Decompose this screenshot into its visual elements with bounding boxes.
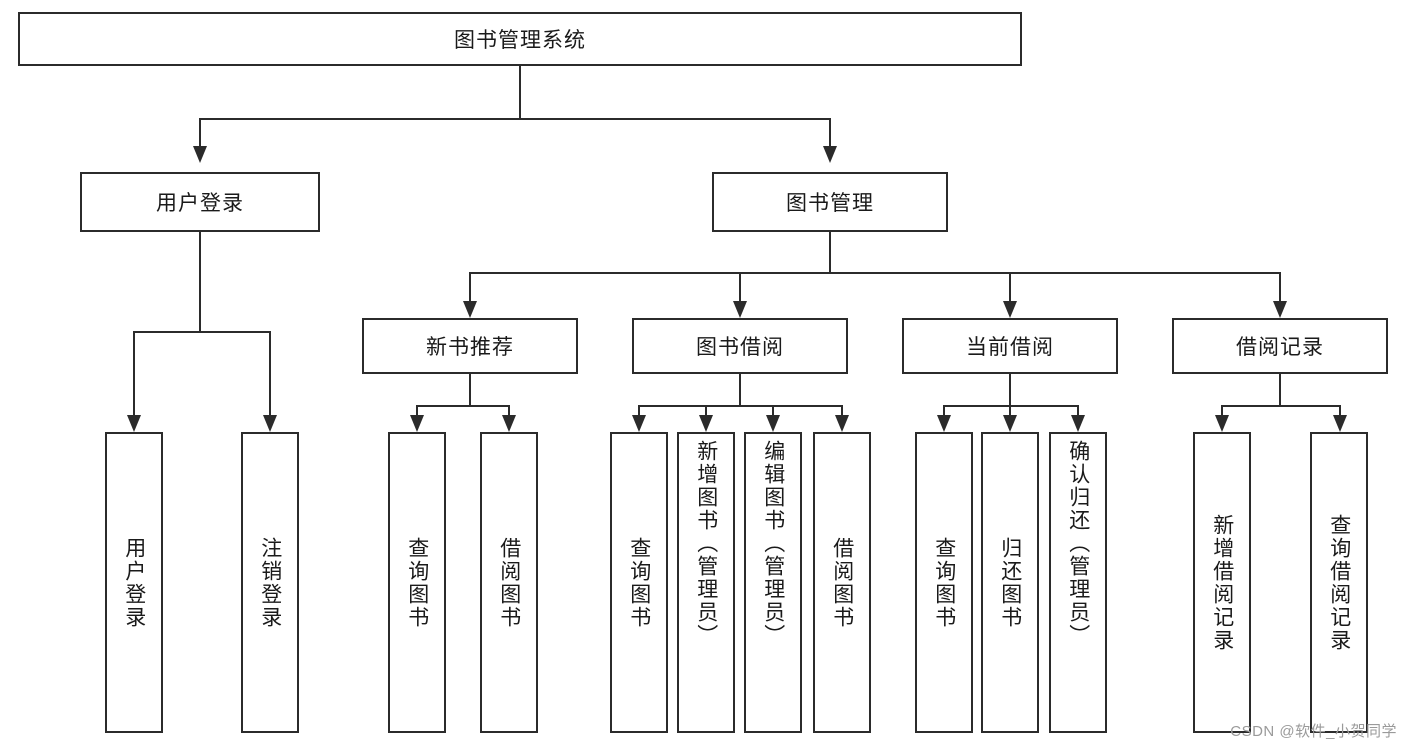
node-book-borrow[interactable]: 图书借阅: [632, 318, 848, 374]
edge-book-manage-to-current-borrow: [1009, 272, 1011, 304]
leaf-borrow-book-1[interactable]: 借阅图书: [480, 432, 538, 733]
edge-book-manage-bus: [469, 272, 1281, 274]
leaf-query-book-3-label: 查询图书: [932, 536, 956, 629]
arrow-root-to-user-login: [193, 146, 207, 163]
edge-borrow-record-to-leaf-2: [1339, 405, 1341, 419]
leaf-confirm-return-admin[interactable]: 确认归还（管理员）: [1049, 432, 1107, 733]
node-book-manage-label: 图书管理: [786, 192, 874, 215]
node-borrow-record-label: 借阅记录: [1236, 336, 1324, 359]
leaf-query-book-3[interactable]: 查询图书: [915, 432, 973, 733]
arrow-book-manage-to-borrow-record: [1273, 301, 1287, 318]
leaf-add-book-admin-label: 新增图书（管理员）: [694, 440, 718, 647]
arrow-book-manage-to-current-borrow: [1003, 301, 1017, 318]
node-new-book-recommend[interactable]: 新书推荐: [362, 318, 578, 374]
leaf-return-book[interactable]: 归还图书: [981, 432, 1039, 733]
arrow-book-borrow-to-leaf-4: [835, 415, 849, 432]
leaf-add-book-admin[interactable]: 新增图书（管理员）: [677, 432, 735, 733]
arrow-borrow-record-to-leaf-2: [1333, 415, 1347, 432]
edge-user-login-to-leaf-1: [133, 331, 135, 419]
edge-current-borrow-to-leaf-2: [1009, 405, 1011, 419]
edge-user-login-bus: [133, 331, 270, 333]
arrow-root-to-book-manage: [823, 146, 837, 163]
node-root[interactable]: 图书管理系统: [18, 12, 1022, 66]
edge-user-login-to-leaf-2: [269, 331, 271, 419]
arrow-user-login-to-leaf-2: [263, 415, 277, 432]
edge-book-manage-to-new-book: [469, 272, 471, 304]
arrow-book-borrow-to-leaf-3: [766, 415, 780, 432]
arrow-book-borrow-to-leaf-2: [699, 415, 713, 432]
edge-current-borrow-to-leaf-3: [1077, 405, 1079, 419]
edge-new-book-stem: [469, 374, 471, 406]
edge-root-stem: [519, 66, 521, 118]
node-book-manage[interactable]: 图书管理: [712, 172, 948, 232]
edge-book-borrow-to-leaf-1: [638, 405, 640, 419]
leaf-borrow-book-1-label: 借阅图书: [497, 536, 521, 629]
edge-new-book-to-leaf-1: [416, 405, 418, 419]
leaf-borrow-book-2[interactable]: 借阅图书: [813, 432, 871, 733]
arrow-current-borrow-to-leaf-1: [937, 415, 951, 432]
leaf-edit-book-admin-label: 编辑图书（管理员）: [761, 440, 785, 647]
node-new-book-recommend-label: 新书推荐: [426, 336, 514, 359]
leaf-user-login-label: 用户登录: [122, 536, 146, 629]
node-root-label: 图书管理系统: [454, 29, 586, 52]
edge-book-manage-to-borrow-record: [1279, 272, 1281, 304]
node-current-borrow-label: 当前借阅: [966, 336, 1054, 359]
leaf-edit-book-admin[interactable]: 编辑图书（管理员）: [744, 432, 802, 733]
leaf-confirm-return-admin-label: 确认归还（管理员）: [1066, 440, 1090, 647]
edge-current-borrow-stem: [1009, 374, 1011, 406]
arrow-book-manage-to-new-book: [463, 301, 477, 318]
edge-borrow-record-stem: [1279, 374, 1281, 406]
node-borrow-record[interactable]: 借阅记录: [1172, 318, 1388, 374]
leaf-logout-label: 注销登录: [258, 536, 282, 629]
leaf-return-book-label: 归还图书: [998, 536, 1022, 629]
node-user-login[interactable]: 用户登录: [80, 172, 320, 232]
arrow-book-borrow-to-leaf-1: [632, 415, 646, 432]
node-book-borrow-label: 图书借阅: [696, 336, 784, 359]
leaf-user-login[interactable]: 用户登录: [105, 432, 163, 733]
leaf-query-borrow-record-label: 查询借阅记录: [1327, 513, 1351, 652]
edge-book-manage-stem: [829, 232, 831, 274]
node-user-login-label: 用户登录: [156, 192, 244, 215]
edge-current-borrow-to-leaf-1: [943, 405, 945, 419]
edge-new-book-to-leaf-2: [508, 405, 510, 419]
leaf-borrow-book-2-label: 借阅图书: [830, 536, 854, 629]
arrow-borrow-record-to-leaf-1: [1215, 415, 1229, 432]
leaf-add-borrow-record-label: 新增借阅记录: [1210, 513, 1234, 652]
leaf-logout[interactable]: 注销登录: [241, 432, 299, 733]
edge-root-to-book-manage: [829, 118, 831, 148]
edge-root-bus: [199, 118, 831, 120]
edge-book-borrow-to-leaf-3: [772, 405, 774, 419]
arrow-new-book-to-leaf-2: [502, 415, 516, 432]
leaf-query-book-2[interactable]: 查询图书: [610, 432, 668, 733]
edge-root-to-user-login: [199, 118, 201, 148]
edge-book-borrow-bus: [638, 405, 843, 407]
watermark: CSDN @软件_小贺同学: [1230, 723, 1397, 740]
leaf-add-borrow-record[interactable]: 新增借阅记录: [1193, 432, 1251, 733]
edge-book-borrow-to-leaf-2: [705, 405, 707, 419]
edge-book-manage-to-book-borrow: [739, 272, 741, 304]
leaf-query-book-2-label: 查询图书: [627, 536, 651, 629]
arrow-current-borrow-to-leaf-3: [1071, 415, 1085, 432]
edge-book-borrow-to-leaf-4: [841, 405, 843, 419]
arrow-book-manage-to-book-borrow: [733, 301, 747, 318]
edge-new-book-bus: [416, 405, 509, 407]
edge-borrow-record-to-leaf-1: [1221, 405, 1223, 419]
edge-user-login-stem: [199, 232, 201, 332]
leaf-query-borrow-record[interactable]: 查询借阅记录: [1310, 432, 1368, 733]
leaf-query-book-1[interactable]: 查询图书: [388, 432, 446, 733]
edge-current-borrow-bus: [943, 405, 1079, 407]
arrow-current-borrow-to-leaf-2: [1003, 415, 1017, 432]
edge-borrow-record-bus: [1221, 405, 1340, 407]
arrow-new-book-to-leaf-1: [410, 415, 424, 432]
arrow-user-login-to-leaf-1: [127, 415, 141, 432]
leaf-query-book-1-label: 查询图书: [405, 536, 429, 629]
node-current-borrow[interactable]: 当前借阅: [902, 318, 1118, 374]
edge-book-borrow-stem: [739, 374, 741, 406]
